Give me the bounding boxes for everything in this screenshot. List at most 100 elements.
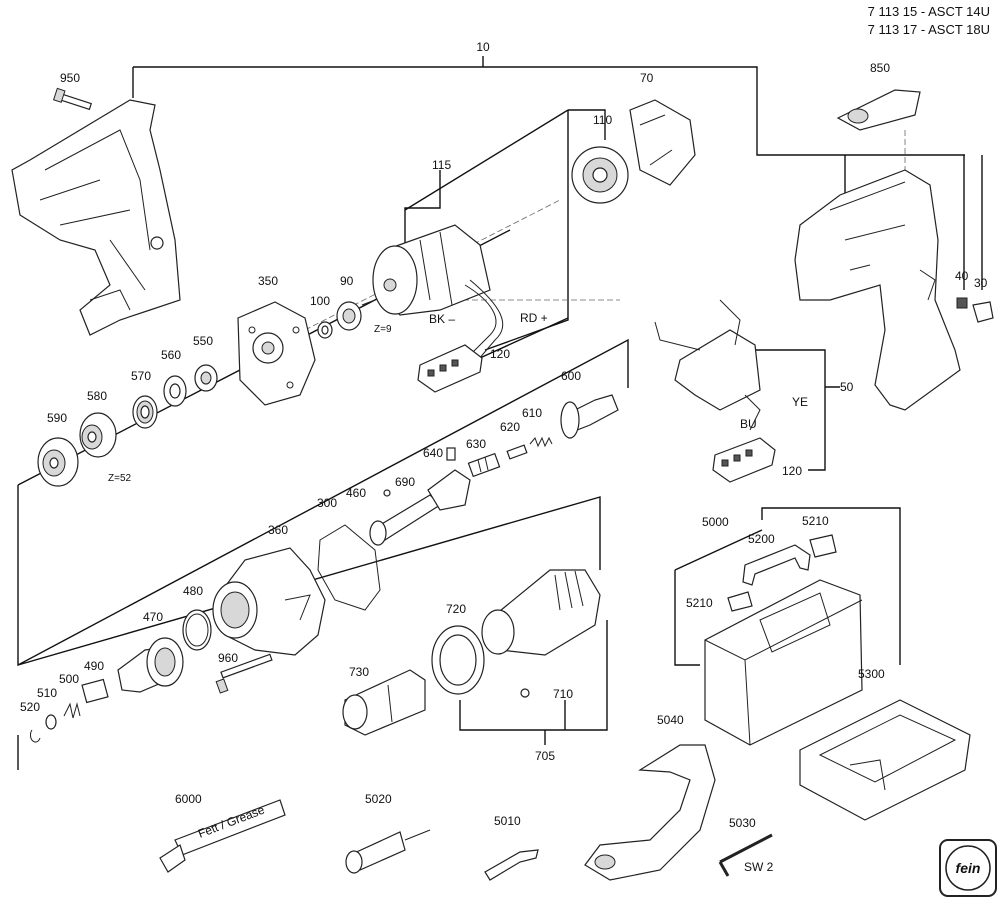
label-510: 510: [37, 686, 57, 700]
label-5000: 5000: [702, 515, 729, 529]
part-470-sleeve: [117, 637, 184, 693]
label-5210-top: 5210: [802, 514, 829, 528]
part-30-button: [972, 301, 994, 323]
header-line-1: 7 113 15 - ASCT 14U: [867, 4, 990, 19]
part-550-bearing: [194, 364, 218, 392]
label-350: 350: [258, 274, 278, 288]
part-500-spring: [63, 702, 81, 719]
leader-lines: [17, 56, 983, 770]
part-120-connector-electronics: [712, 437, 776, 483]
label-590: 590: [47, 411, 67, 425]
part-630-coupling: [467, 452, 501, 478]
part-300-gasket: [317, 524, 381, 611]
label-5010: 5010: [494, 814, 521, 828]
part-610-spring: [529, 436, 553, 448]
label-10: 10: [476, 40, 490, 54]
part-705-depth-locator: [481, 569, 601, 656]
label-710: 710: [553, 687, 573, 701]
part-5210-latch-b: [727, 591, 753, 612]
part-640-screw: [446, 447, 456, 461]
label-500: 500: [59, 672, 79, 686]
label-300: 300: [317, 496, 337, 510]
label-120-electronics: 120: [782, 464, 802, 478]
label-610: 610: [522, 406, 542, 420]
part-730-bit-holder: [342, 669, 426, 736]
label-100: 100: [310, 294, 330, 308]
label-360: 360: [268, 523, 288, 537]
part-600-drive: [560, 394, 619, 439]
part-580-gear: [79, 412, 117, 458]
label-960: 960: [218, 651, 238, 665]
part-460-ball: [383, 489, 391, 497]
part-40-spring: [956, 297, 968, 309]
label-720: 720: [446, 602, 466, 616]
part-570-needle-bearing: [132, 395, 158, 429]
label-6000: 6000: [175, 792, 202, 806]
part-480-o-ring: [182, 609, 212, 651]
part-120-connector-motor: [417, 344, 483, 393]
label-690: 690: [395, 475, 415, 489]
label-470: 470: [143, 610, 163, 624]
part-6000-grease-tube: Fett / Grease: [159, 799, 286, 873]
housing-right-half: [794, 169, 961, 411]
part-350-gear-housing: [237, 301, 316, 406]
part-720-washer: [431, 625, 485, 695]
label-550: 550: [193, 334, 213, 348]
label-z9: Z=9: [374, 324, 392, 335]
part-5020-socket: [345, 829, 431, 874]
part-360-front-housing: [212, 547, 326, 656]
part-labels: 10 950 70 850 110 115 350 90 100 Z=9 BK …: [20, 40, 988, 874]
part-560-washer: [163, 375, 187, 407]
label-570: 570: [131, 369, 151, 383]
part-690-spindle: [369, 469, 471, 546]
label-110: 110: [593, 113, 612, 127]
part-70-cap: [629, 99, 696, 186]
part-960-screw: [215, 653, 273, 694]
label-630: 630: [466, 437, 486, 451]
label-705: 705: [535, 749, 555, 763]
label-520: 520: [20, 700, 40, 714]
label-480: 480: [183, 584, 203, 598]
part-100-ring: [317, 321, 333, 339]
label-5020: 5020: [365, 792, 392, 806]
label-5200: 5200: [748, 532, 775, 546]
part-90-bearing: [336, 301, 362, 331]
part-850-cover: [836, 89, 921, 131]
label-560: 560: [161, 348, 181, 362]
header-line-2: 7 113 17 - ASCT 18U: [867, 22, 990, 37]
label-bk: BK –: [429, 312, 455, 326]
part-5040-belt-clip: [584, 744, 716, 881]
part-510-ring: [45, 714, 57, 730]
part-5300-insert: [799, 699, 971, 821]
part-5010-bit: [484, 849, 539, 881]
label-5030: 5030: [729, 816, 756, 830]
part-710-ball: [520, 688, 530, 698]
label-460: 460: [346, 486, 366, 500]
part-5210-latch-a: [809, 534, 837, 558]
label-70: 70: [640, 71, 654, 85]
part-5000-case: [704, 579, 863, 746]
label-490: 490: [84, 659, 104, 673]
label-580: 580: [87, 389, 107, 403]
label-bu: BU: [740, 417, 757, 431]
label-z52: Z=52: [108, 473, 132, 484]
part-590-bearing: [37, 437, 79, 487]
label-950: 950: [60, 71, 80, 85]
label-40: 40: [955, 269, 969, 283]
label-30: 30: [974, 276, 988, 290]
label-5040: 5040: [657, 713, 684, 727]
part-490-sleeve: [81, 678, 109, 704]
housing-left-half: [11, 99, 181, 336]
label-730: 730: [349, 665, 369, 679]
label-ye: YE: [792, 395, 808, 409]
label-5300: 5300: [858, 667, 885, 681]
part-110-gear: [571, 146, 629, 204]
label-115: 115: [432, 158, 451, 172]
label-rd: RD +: [520, 311, 548, 325]
part-5030-hex-key: [718, 833, 773, 877]
wire-bk: [464, 284, 497, 356]
screw-950: [52, 87, 93, 111]
part-620-pin: [506, 444, 528, 460]
part-520-clip: [29, 729, 41, 743]
part-115-motor: [361, 224, 491, 316]
